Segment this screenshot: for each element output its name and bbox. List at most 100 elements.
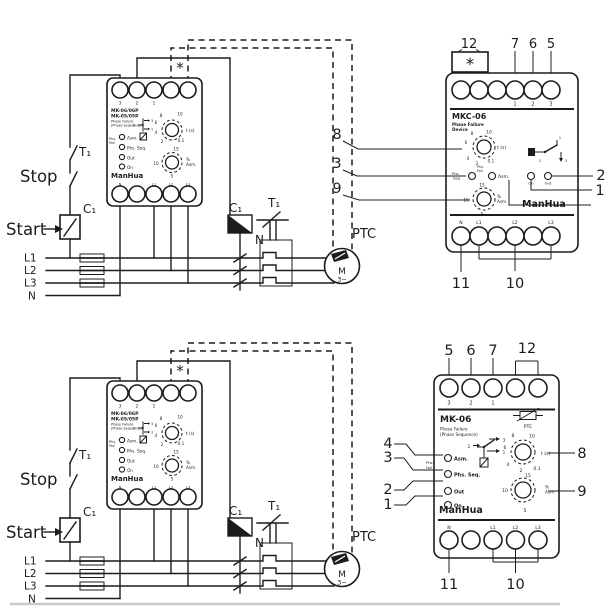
mk-k2-15: 15 [525,473,531,479]
mk-led-out: Out [454,490,465,496]
mkc-k1-01: 0.1 [488,159,495,164]
mk-bottom-terminals [439,530,548,550]
mkc-bl-l1: L1 [476,220,482,226]
mkc-contact-1: 1 [559,136,561,140]
mk-time-knob [510,439,536,465]
mk-ptc-symbol [513,407,543,422]
mk-callout-4: 4 [383,436,392,452]
mk-asym-knob [510,477,536,503]
mk-k1-2: 2 [520,468,523,474]
mk-brand: ManHua [439,505,483,516]
mk-term3: 3 [447,401,450,407]
mkc-term3: 3 [549,102,552,108]
mkc-fail1: Phs. [477,165,484,169]
mkc-contact-2: 2 [539,159,541,163]
mk-contact-diagram [473,437,500,468]
mkc-bottom-terminals [451,226,561,246]
mkc-brand: ManHua [522,199,566,210]
mk-callout-1: 1 [383,497,392,513]
mk-callout-3: 3 [383,450,392,466]
mk-k2-5: 5 [524,508,527,514]
mkc-callout-11: 11 [452,276,470,292]
mk-k2-pct: % [545,485,549,490]
mkc-k1-10: 10 [486,130,492,135]
mk-sub2: (Phase Sequence) [440,432,478,437]
mkc-sub2: Device [452,127,468,132]
mkc-body [445,72,579,253]
mk-contact-2: 2 [468,444,471,449]
mk-callout-10: 10 [506,577,524,593]
mkc-leader-8 [342,140,462,150]
mk-contact-3: 3 [503,438,506,443]
mkc-bl-l3: L3 [548,220,554,226]
mk-leader-2 [394,480,443,491]
mkc-callout-6: 6 [529,37,537,52]
mk-fail1: Phs. [426,461,434,465]
mkc-leader-10 [478,245,552,271]
mk-callout-2: 2 [383,482,392,498]
mkc-k1-4: 4 [467,156,470,161]
mk-top-terminals [439,378,548,398]
mk-callout-5: 5 [444,343,453,359]
mkc-k2-pct: % [497,194,501,199]
mk-led-on: On [454,504,462,510]
mk-k1-label: t (s) [541,451,550,457]
mk-title: MK-06 [440,415,471,425]
mk-bl-l1: L1 [490,525,496,531]
mkc-callout-9: 9 [332,181,341,197]
mk-k2-10: 10 [502,488,508,494]
mkc-term2: 2 [531,102,534,108]
mk-leader-1 [394,495,443,506]
mkc-led-out-label: Out [545,182,552,186]
mkc-k2-15: 15 [479,183,485,188]
mk-led-asm: Asm. [454,457,468,463]
mkc-k1-2: 2 [476,161,479,166]
mk-bl-n: N [447,525,450,531]
mk-term2: 2 [469,401,472,407]
mk-callout-12: 12 [518,341,536,357]
mkc-star-box [451,51,489,73]
mk-led-seq: Phs. Seq. [454,473,480,479]
mkc-callout-3: 3 [332,156,341,172]
mk-term1: 1 [491,401,494,407]
mkc-leader-3 [342,169,466,177]
mkc-callout-7: 7 [511,37,519,52]
mkc-fail2: Fail [477,169,483,173]
mkc-top-terminals [451,80,561,100]
mkc-contact-3: 3 [565,159,567,163]
mkc-led-phs1: Phs. [452,172,460,176]
wiring-diagram-bottom [5,342,377,607]
mkc-led-asym [487,171,497,181]
wiring-diagram-top [5,39,377,304]
mk-callout-9: 9 [577,484,586,500]
mk-k1-6: 6 [504,445,507,451]
mkc-callout-5: 5 [547,37,555,52]
mk-k1-10: 10 [529,434,535,440]
mkc-leader-1 [530,180,592,191]
mkc-callout-1: 1 [595,183,604,199]
mk-ptc-label: PTC [524,424,533,430]
mkc-callout-2: 2 [596,168,605,184]
mk-callout-7: 7 [488,343,497,359]
mk-leader-4 [394,443,443,456]
mk-k2-asm: Asm. [545,490,555,495]
mkc-led-on [526,171,536,181]
mkc-callout-8: 8 [332,127,341,143]
mkc-led-phs2: Seq [453,177,460,181]
mkc-title: MKC-06 [452,112,487,121]
mk-callout-11: 11 [440,577,458,593]
mk-leds [443,453,453,510]
mkc-asym-knob [472,187,496,211]
mk-sub1: Phase Failure [440,427,468,432]
mkc-callout-10: 10 [506,276,524,292]
mkc-time-knob [472,135,496,159]
mk-contact-1: 1 [503,450,506,455]
mkc-sub1: Phase Failure [452,122,484,127]
mk-callout-6: 6 [466,343,475,359]
mkc-contact-diagram [528,140,563,162]
mk-k1-01: 0.1 [533,466,540,472]
mkc-star: * [466,55,474,74]
mk-body [433,374,560,559]
mkc-bl-l2: L2 [512,220,518,226]
